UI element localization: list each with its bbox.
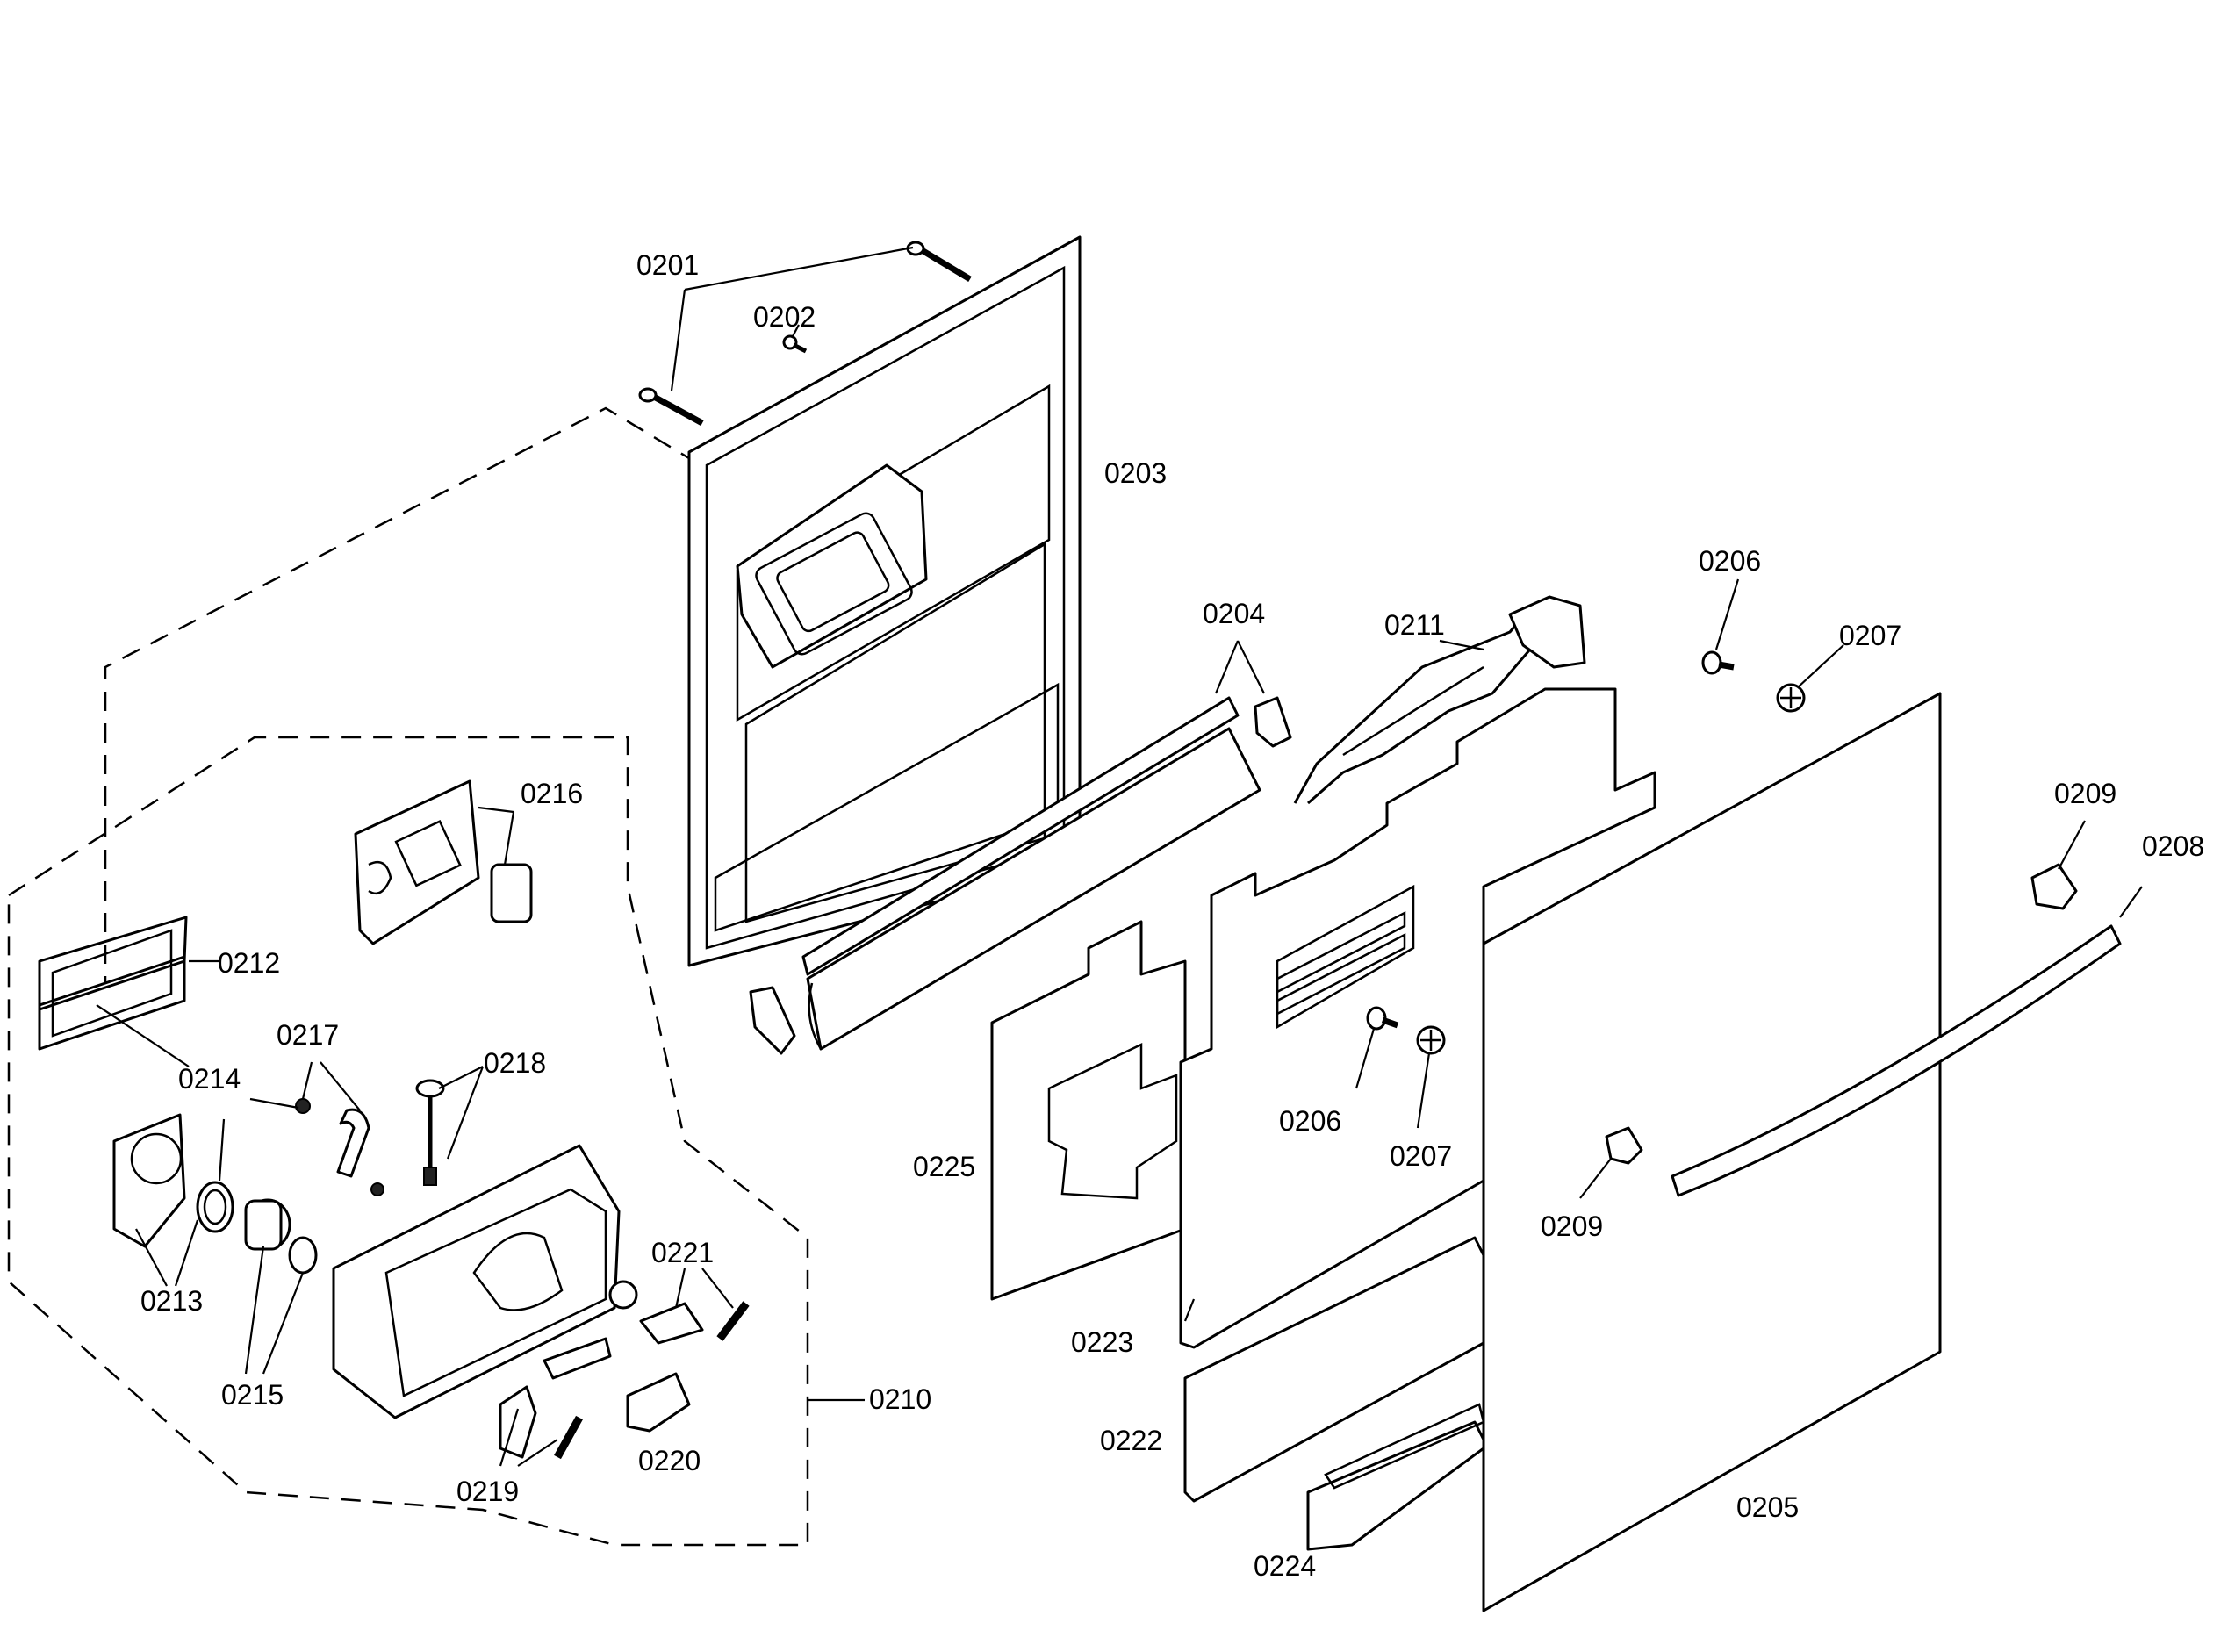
screw-0206-lower	[1366, 1006, 1399, 1031]
callout-0213: 0213	[140, 1285, 203, 1317]
callout-0222: 0222	[1100, 1425, 1162, 1456]
callout-0215: 0215	[221, 1379, 284, 1411]
callout-0225: 0225	[913, 1151, 975, 1182]
insulation-panel	[990, 920, 1187, 1301]
callout-0204: 0204	[1203, 598, 1265, 629]
end-cap-0209-lower	[1605, 1126, 1643, 1165]
toe-kick-trim	[1306, 1403, 1485, 1551]
door-trim-strip	[749, 696, 1292, 1055]
springs-0217	[295, 1098, 384, 1196]
window-frame-0212	[38, 916, 188, 1051]
control-bracket	[1293, 595, 1586, 805]
gasket-0216	[490, 863, 533, 923]
callout-0208: 0208	[2142, 830, 2204, 862]
door-handle-bar	[1671, 924, 2122, 1197]
callout-0202: 0202	[753, 301, 816, 333]
callout-0207-lower: 0207	[1390, 1140, 1452, 1172]
dispenser-knob-0215	[244, 1198, 318, 1275]
dispenser-housing-0210	[332, 1144, 621, 1419]
callout-0224: 0224	[1254, 1550, 1316, 1582]
callout-0206-upper: 0206	[1699, 545, 1761, 577]
screw-0201-top	[906, 241, 972, 283]
callout-0210: 0210	[869, 1383, 931, 1415]
spring-0221	[716, 1301, 750, 1341]
callout-0201: 0201	[636, 249, 699, 281]
rinse-aid-cap-0213	[112, 1113, 186, 1248]
callout-0209-lower: 0209	[1541, 1210, 1603, 1242]
callout-0221: 0221	[651, 1237, 714, 1268]
assembly-boundary-0212	[104, 406, 694, 1027]
callout-0216: 0216	[521, 778, 583, 809]
callout-0206-lower: 0206	[1279, 1105, 1341, 1137]
dispenser-cover-0216	[354, 779, 480, 945]
detergent-ball-0221	[608, 1280, 638, 1310]
callout-0223: 0223	[1071, 1326, 1133, 1358]
callout-0205: 0205	[1736, 1491, 1799, 1523]
seal-ring-0214	[196, 1181, 234, 1233]
end-cap-0209-upper	[2030, 863, 2078, 910]
callout-0207-upper: 0207	[1839, 620, 1901, 651]
latch-0221	[639, 1302, 704, 1345]
callout-0219: 0219	[456, 1476, 519, 1507]
screw-0201-bottom	[638, 387, 704, 427]
cap-0207-upper	[1776, 683, 1806, 713]
callout-0209-upper: 0209	[2054, 778, 2116, 809]
inner-door-panel	[687, 235, 1082, 967]
callout-0203: 0203	[1104, 457, 1167, 489]
cap-0207-lower	[1416, 1025, 1446, 1055]
assembly-boundary-0210	[7, 736, 809, 1547]
actuator-0220	[626, 1372, 691, 1433]
callout-0217: 0217	[277, 1019, 339, 1051]
callout-0220: 0220	[638, 1445, 701, 1476]
callout-0214: 0214	[178, 1063, 241, 1095]
callout-0218: 0218	[484, 1047, 546, 1079]
screw-0206-upper	[1701, 650, 1735, 675]
callout-0211: 0211	[1384, 609, 1445, 641]
callout-0212: 0212	[218, 947, 280, 979]
front-door-panel	[1482, 692, 1942, 1612]
screw-0202	[782, 334, 808, 354]
leader-lines	[96, 246, 2143, 1467]
pin-0218	[415, 1079, 445, 1186]
